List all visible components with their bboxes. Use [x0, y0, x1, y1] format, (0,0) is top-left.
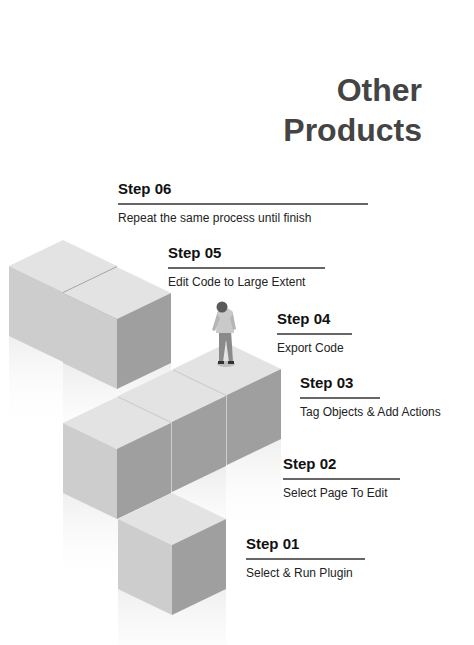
step-rule	[118, 203, 368, 205]
cube-face	[118, 519, 172, 615]
step-heading: Step 01	[246, 535, 299, 553]
step-heading: Step 02	[283, 455, 336, 473]
cube-face	[172, 396, 226, 492]
step-description: Select & Run Plugin	[246, 566, 353, 581]
cube-face	[227, 369, 281, 465]
step-rule	[283, 478, 400, 480]
step-description: Repeat the same process until finish	[118, 211, 311, 226]
step-description: Tag Objects & Add Actions	[300, 405, 441, 420]
step-heading: Step 03	[300, 374, 353, 392]
page-title: Other Products	[232, 70, 422, 150]
cube-face	[63, 423, 117, 519]
step-rule	[277, 333, 352, 335]
step-rule	[300, 397, 380, 399]
cube-face	[63, 293, 117, 389]
step-heading: Step 04	[277, 310, 330, 328]
step-rule	[246, 558, 365, 560]
step-heading: Step 05	[168, 244, 221, 262]
step-heading: Step 06	[118, 180, 171, 198]
cube-face	[117, 293, 171, 389]
step-description: Select Page To Edit	[283, 486, 388, 501]
cube-face	[172, 519, 226, 615]
step-rule	[168, 267, 325, 269]
person-figure	[212, 302, 236, 368]
step-description: Export Code	[277, 341, 344, 356]
step-description: Edit Code to Large Extent	[168, 275, 305, 290]
cube-face	[9, 266, 63, 362]
